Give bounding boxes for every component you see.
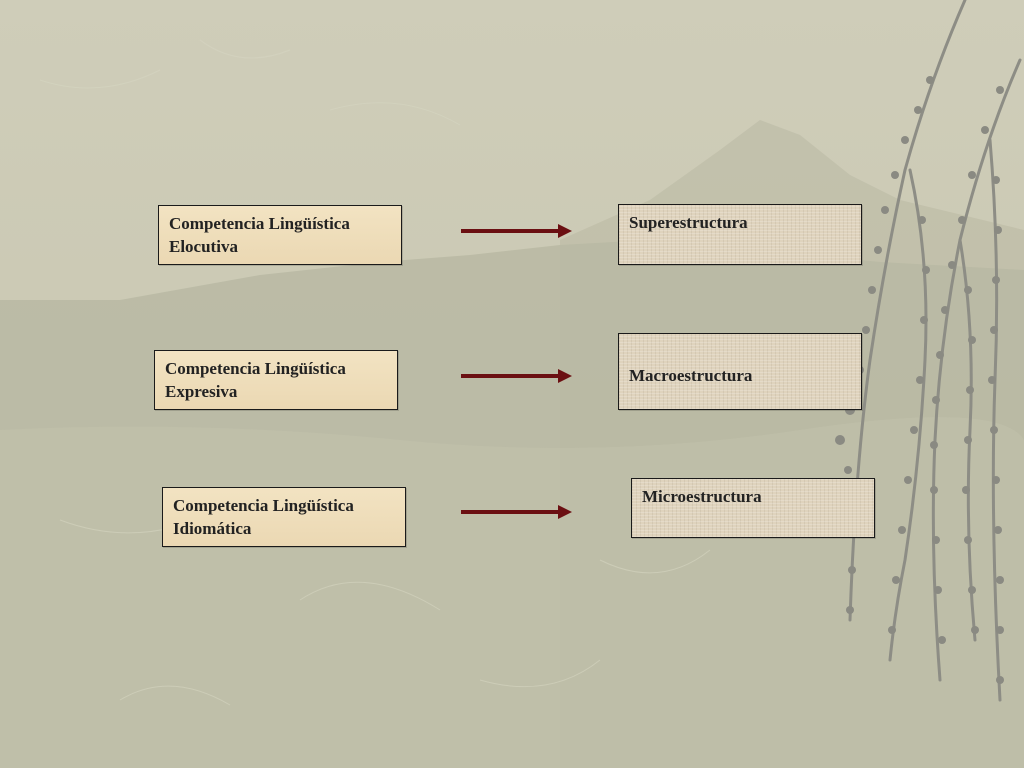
box-macroestructura-label: Macroestructura <box>629 366 753 385</box>
box-idiomatica-line1: Competencia Lingüística <box>173 496 354 515</box>
box-expresiva-line1: Competencia Lingüística <box>165 359 346 378</box>
box-superestructura: Superestructura <box>618 204 862 265</box>
arrow-2 <box>461 369 572 383</box>
willow-buds <box>835 76 1004 684</box>
box-elocutiva: Competencia Lingüística Elocutiva <box>158 205 402 265</box>
box-elocutiva-line1: Competencia Lingüística <box>169 214 350 233</box>
box-idiomatica: Competencia Lingüística Idiomática <box>162 487 406 547</box>
arrow-1 <box>461 224 572 238</box>
box-superestructura-label: Superestructura <box>629 213 748 232</box>
box-expresiva-line2: Expresiva <box>165 382 238 401</box>
box-expresiva: Competencia Lingüística Expresiva <box>154 350 398 410</box>
box-idiomatica-line2: Idiomática <box>173 519 252 538</box>
box-microestructura: Microestructura <box>631 478 875 538</box>
box-microestructura-label: Microestructura <box>642 487 762 506</box>
box-macroestructura: Macroestructura <box>618 333 862 410</box>
arrow-3 <box>461 505 572 519</box>
box-elocutiva-line2: Elocutiva <box>169 237 238 256</box>
foreground-mist <box>0 417 1024 768</box>
